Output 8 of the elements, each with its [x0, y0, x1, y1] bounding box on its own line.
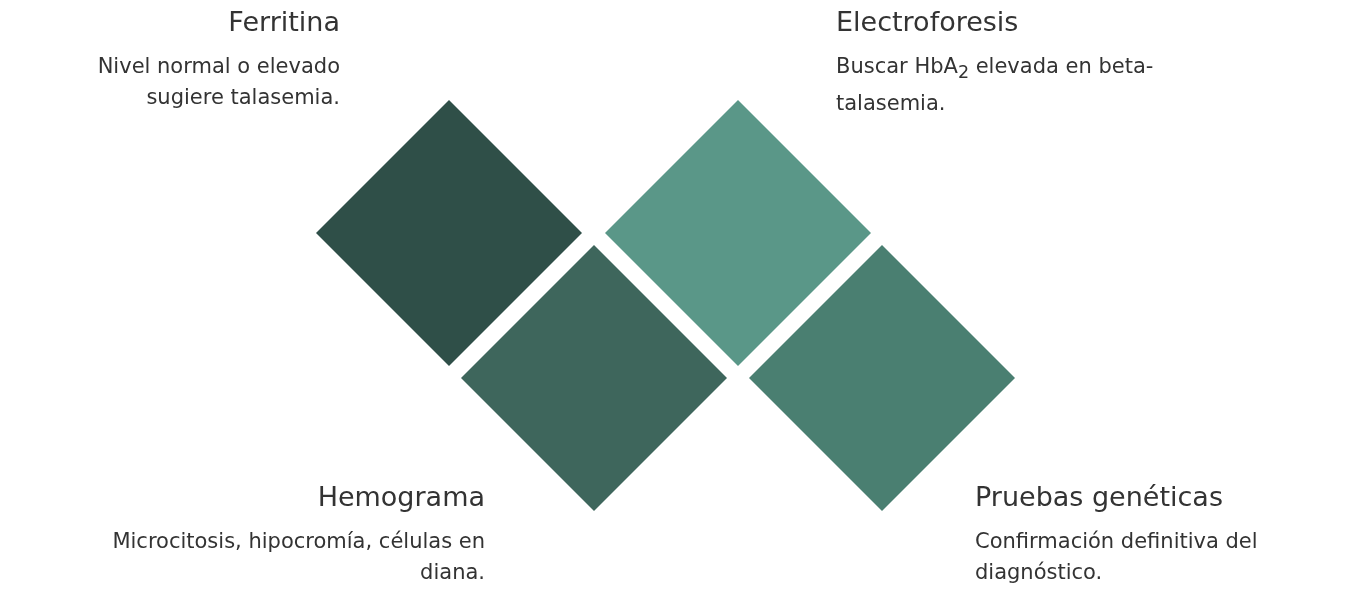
heading: Electroforesis [836, 5, 1020, 39]
description: Confirmación definitiva del diagnóstico. [975, 528, 1259, 586]
heading: Hemograma [316, 480, 485, 514]
description: Nivel normal o elevado sugiere talasemia. [96, 53, 340, 111]
heading: Ferritina [227, 5, 340, 39]
description: Buscar HbA$_{2}$ elevada en beta-talasemia. [836, 53, 1155, 118]
heading: Pruebas genéticas [975, 480, 1224, 514]
description: Microcitosis, hipocromía, células en diana. [111, 528, 485, 586]
